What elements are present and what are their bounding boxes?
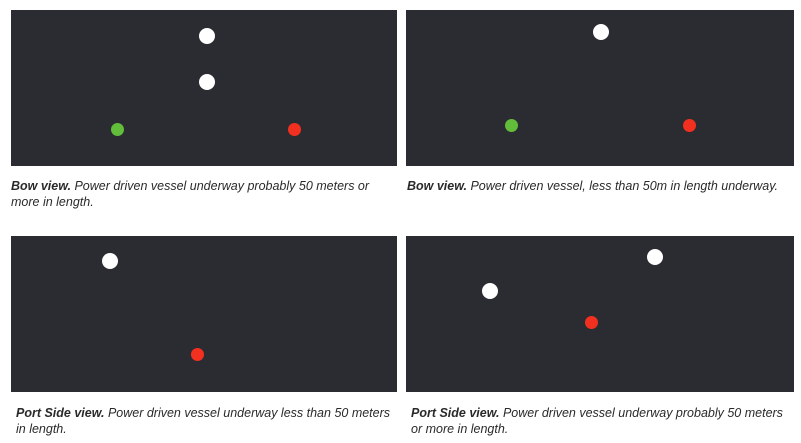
port-sidelight-icon [288,123,301,136]
caption-title: Bow view. [407,179,467,193]
masthead-light-aft-icon [199,28,215,44]
panel-bow-view-large [11,10,397,166]
panel-port-side-view-large [406,236,794,392]
masthead-light-forward-icon [199,74,215,90]
panel-port-side-view-small [11,236,397,392]
caption-description: Power driven vessel underway probably 50… [411,406,783,436]
masthead-light-forward-icon [482,283,498,299]
caption-description: Power driven vessel, less than 50m in le… [470,179,779,193]
caption-title: Port Side view. [16,406,105,420]
masthead-light-aft-icon [647,249,663,265]
caption-description: Power driven vessel underway probably 50… [11,179,370,209]
caption-description: Power driven vessel underway less than 5… [16,406,391,436]
starboard-sidelight-icon [111,123,124,136]
panel-bow-view-small [406,10,794,166]
port-sidelight-icon [191,348,204,361]
caption-title: Port Side view. [411,406,500,420]
masthead-light-icon [102,253,118,269]
caption-panel-2: Bow view. Power driven vessel, less than… [407,179,801,195]
port-sidelight-icon [585,316,598,329]
caption-panel-4: Port Side view. Power driven vessel unde… [411,406,787,437]
caption-panel-1: Bow view. Power driven vessel underway p… [11,179,397,210]
port-sidelight-icon [683,119,696,132]
caption-panel-3: Port Side view. Power driven vessel unde… [16,406,392,437]
caption-title: Bow view. [11,179,71,193]
starboard-sidelight-icon [505,119,518,132]
masthead-light-icon [593,24,609,40]
